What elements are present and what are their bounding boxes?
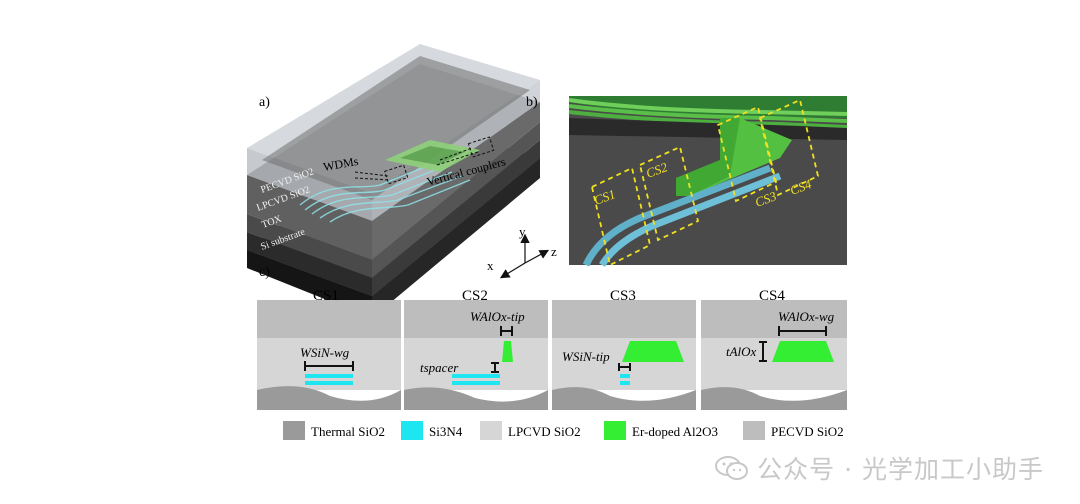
cs4-dim-width: WAlOx-wg	[778, 309, 835, 324]
legend-label-er: Er-doped Al2O3	[632, 424, 718, 439]
cross-section-2	[404, 300, 548, 410]
legend-swatch-thermal	[283, 421, 305, 440]
render-cs2-label: CS2	[644, 159, 670, 181]
cs2-dim-spacer: tspacer	[420, 360, 459, 375]
cs2-title: CS2	[462, 288, 488, 304]
axis-y-label: y	[519, 224, 526, 239]
panel-c-label: c)	[259, 265, 270, 280]
cs3-title: CS3	[610, 288, 636, 304]
legend-label-pecvd: PECVD SiO2	[771, 424, 844, 439]
cross-section-4	[701, 300, 847, 410]
cs4-title: CS4	[759, 288, 785, 304]
watermark-text: 公众号 · 光学加工小助手	[757, 455, 1044, 484]
chip-stack-3d	[247, 44, 540, 318]
cross-section-1	[257, 300, 401, 410]
legend-label-thermal: Thermal SiO2	[311, 424, 385, 439]
cs4-dim-thickness: tAlOx	[726, 344, 757, 359]
legend-swatch-pecvd	[743, 421, 765, 440]
legend-swatch-si3n4	[401, 421, 423, 440]
render-cs3-label: CS3	[753, 188, 779, 210]
panel-b-label: b)	[526, 95, 538, 110]
legend-label-si3n4: Si3N4	[429, 424, 463, 439]
axes-triad	[499, 233, 550, 279]
axis-x-label: x	[487, 258, 494, 273]
cross-section-3	[552, 300, 696, 410]
legend-label-lpcvd: LPCVD SiO2	[508, 424, 581, 439]
green-device	[385, 140, 480, 172]
wdms-callout: WDMs	[322, 154, 360, 174]
cs2-dim-tip: WAlOx-tip	[470, 309, 525, 324]
axis-z-label: z	[551, 244, 557, 259]
render-3d	[568, 96, 848, 267]
cs1-dim: WSiN-wg	[300, 345, 350, 360]
legend-swatch-lpcvd	[480, 421, 502, 440]
legend: Thermal SiO2 Si3N4 LPCVD SiO2 Er-doped A…	[283, 421, 844, 440]
render-cs1-label: CS1	[592, 186, 617, 208]
watermark: 公众号 · 光学加工小助手	[715, 450, 1044, 486]
panel-a-label: a)	[259, 95, 270, 110]
cs3-dim: WSiN-tip	[562, 349, 610, 364]
wechat-icon	[715, 456, 749, 480]
legend-swatch-er	[604, 421, 626, 440]
render-cs4-label: CS4	[788, 176, 814, 198]
cs1-title: CS1	[313, 288, 339, 304]
